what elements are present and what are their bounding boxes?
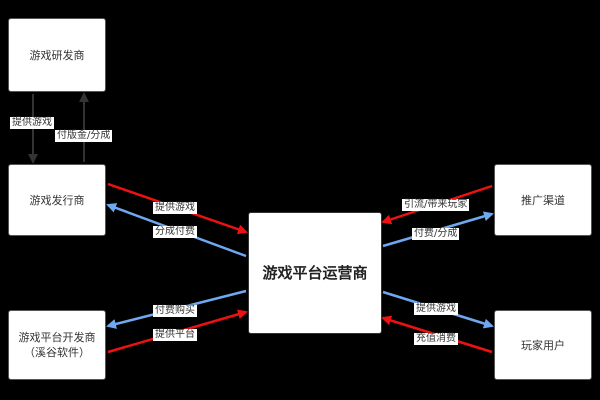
node-game-developer: 游戏研发商 [8, 18, 106, 92]
node-game-developer-label: 游戏研发商 [29, 48, 85, 62]
node-game-publisher-label: 游戏发行商 [29, 193, 85, 207]
edge-label-publisher-revenue-share: 分成付费 [153, 226, 197, 238]
edge-label-recharge: 充值消费 [414, 333, 458, 345]
edge-label-royalty-share: 付版金/分成 [55, 130, 113, 142]
edge-label-publisher-provide-game: 提供游戏 [153, 202, 197, 214]
node-platform-developer: 游戏平台开发商 （溪谷软件） [8, 310, 106, 380]
node-platform-operator-label: 游戏平台运营商 [262, 263, 368, 282]
node-platform-developer-company: （溪谷软件） [24, 346, 90, 359]
node-platform-operator: 游戏平台运营商 [248, 212, 382, 334]
edge-label-pay-purchase: 付费购买 [153, 305, 197, 317]
node-promotion-channel: 推广渠道 [494, 164, 592, 236]
edge-label-pay-share: 付费/分成 [412, 228, 460, 240]
edge-label-traffic-players: 引流/带来玩家 [402, 199, 470, 211]
node-game-publisher: 游戏发行商 [8, 164, 106, 236]
node-player-users-label: 玩家用户 [521, 338, 565, 352]
edge-label-provide-game-down: 提供游戏 [10, 117, 54, 129]
edge-label-operator-provide-game: 提供游戏 [414, 303, 458, 315]
node-platform-developer-label: 游戏平台开发商 [18, 331, 96, 344]
node-player-users: 玩家用户 [494, 310, 592, 380]
edge-label-provide-platform: 提供平台 [153, 329, 197, 341]
node-promotion-channel-label: 推广渠道 [521, 193, 565, 207]
